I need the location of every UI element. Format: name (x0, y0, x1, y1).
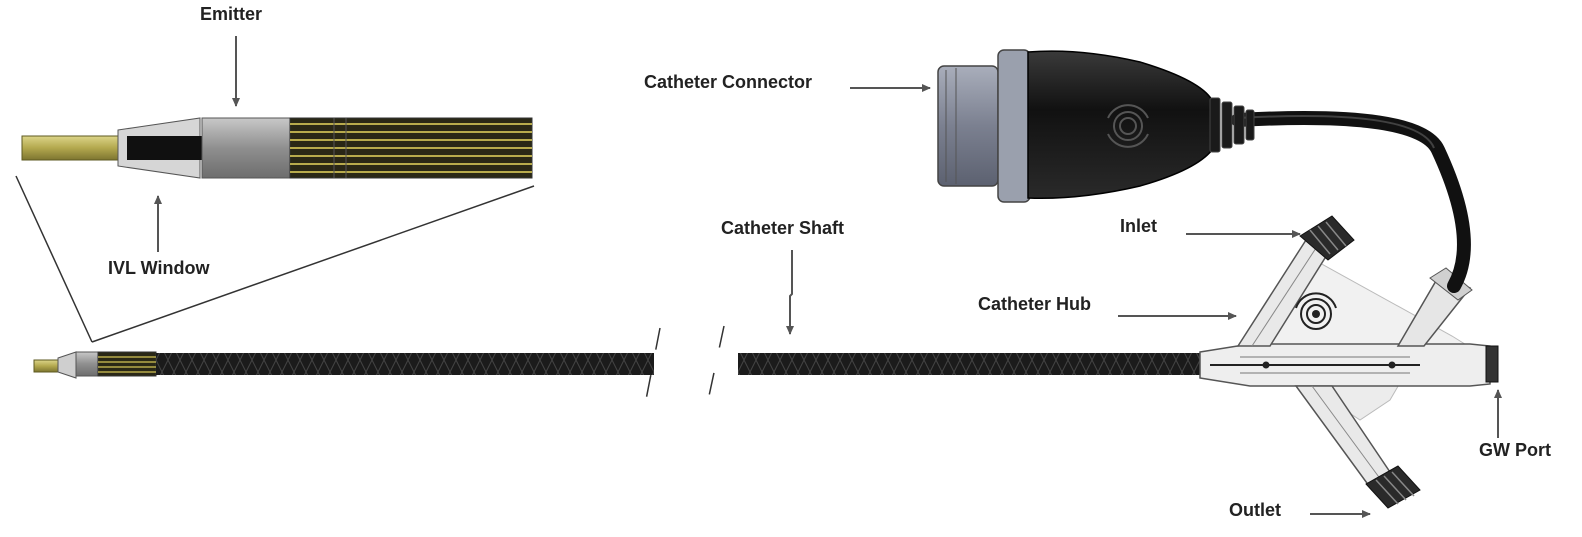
connector-cable (1231, 111, 1471, 293)
shaft-emitter-band (75, 351, 99, 377)
tip-detail-zoom (15, 117, 535, 343)
break-mark-right (705, 325, 725, 411)
zoom-line-right (91, 185, 535, 343)
catheter-shaft-assembly (33, 325, 1204, 411)
outlet-label: Outlet (1229, 500, 1281, 520)
catheter-connector (937, 49, 1255, 203)
catheter-connector-label: Catheter Connector (644, 72, 813, 92)
break-mark-left (643, 327, 661, 411)
shaft-taper (57, 351, 77, 379)
catheter-shaft-label: Catheter Shaft (721, 218, 845, 238)
inlet-cap (1299, 215, 1355, 261)
shaft-braided-left (156, 353, 654, 375)
detail-shaft-stripes (290, 123, 532, 173)
inlet-label: Inlet (1120, 216, 1158, 236)
shaft-braided-right (738, 353, 1204, 375)
catheter-hub (1199, 215, 1499, 509)
outlet-cap (1365, 465, 1421, 509)
detail-gold-tip (21, 135, 123, 161)
detail-emitter-band (201, 117, 291, 179)
gw-port-cap (1485, 345, 1499, 383)
hub-logo-icon (1295, 292, 1337, 330)
catheter-hub-label: Catheter Hub (978, 294, 1092, 314)
emitter-label: Emitter (200, 4, 263, 24)
ivl-window-label: IVL Window (108, 258, 210, 278)
zoom-line-left (15, 175, 93, 343)
catheter-shaft-arrow (786, 250, 794, 335)
gw-port-label: GW Port (1479, 440, 1551, 460)
connector-strain-relief (1209, 97, 1255, 153)
connector-collar (997, 49, 1031, 203)
connector-front-ring (937, 65, 999, 187)
connector-logo-icon (1107, 104, 1149, 148)
detail-ivl-window (127, 136, 203, 160)
